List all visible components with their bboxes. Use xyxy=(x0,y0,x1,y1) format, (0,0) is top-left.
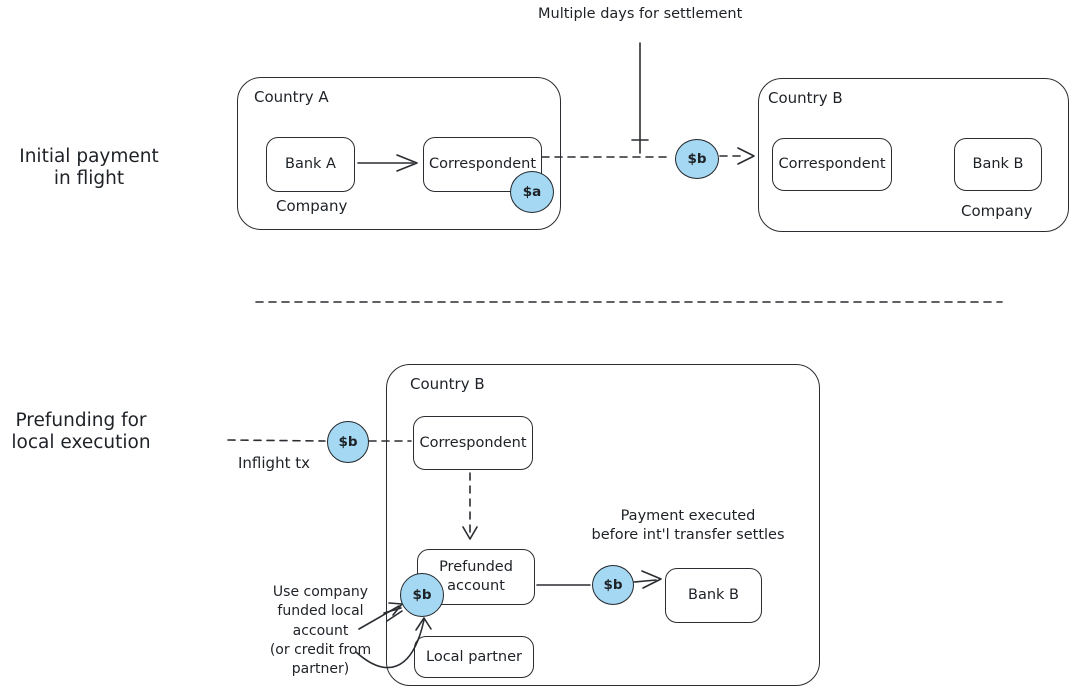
money-badge-b-transfer: $b xyxy=(675,139,719,179)
local-partner-box: Local partner xyxy=(414,636,534,678)
inflight-dashed-line-left xyxy=(227,439,326,442)
payment-executed-annotation: Payment executed before int'l transfer s… xyxy=(591,508,785,543)
company-b-label: Company xyxy=(961,202,1033,220)
money-badge-b-inflight: $b xyxy=(327,421,369,463)
correspondent-b-bottom-box: Correspondent xyxy=(413,416,533,470)
money-badge-b-local-transfer: $b xyxy=(592,565,634,605)
bank-a-box: Bank A xyxy=(266,137,355,192)
country-b-top-title: Country B xyxy=(768,89,843,107)
inflight-tx-label: Inflight tx xyxy=(238,454,310,472)
prefunding-note: Use company funded local account (or cre… xyxy=(269,584,372,678)
bank-b-top-box: Bank B xyxy=(954,138,1042,191)
bank-b-bottom-box: Bank B xyxy=(665,568,762,623)
correspondent-b-top-box: Correspondent xyxy=(772,138,892,191)
correspondent-a-box: Correspondent xyxy=(423,137,542,192)
row-prefunding-label: Prefunding for local execution xyxy=(11,410,151,453)
country-b-bottom-title: Country B xyxy=(410,375,485,393)
company-a-label: Company xyxy=(276,197,348,215)
country-a-title: Country A xyxy=(254,88,329,106)
money-badge-a: $a xyxy=(510,171,554,213)
settlement-annotation: Multiple days for settlement xyxy=(538,6,743,22)
prefunded-account-box: Prefunded account xyxy=(417,549,535,605)
money-badge-b-prefunded: $b xyxy=(400,573,444,617)
badge-to-country-b-arrowhead xyxy=(737,147,755,165)
row-initial-label: Initial payment in flight xyxy=(19,146,159,189)
